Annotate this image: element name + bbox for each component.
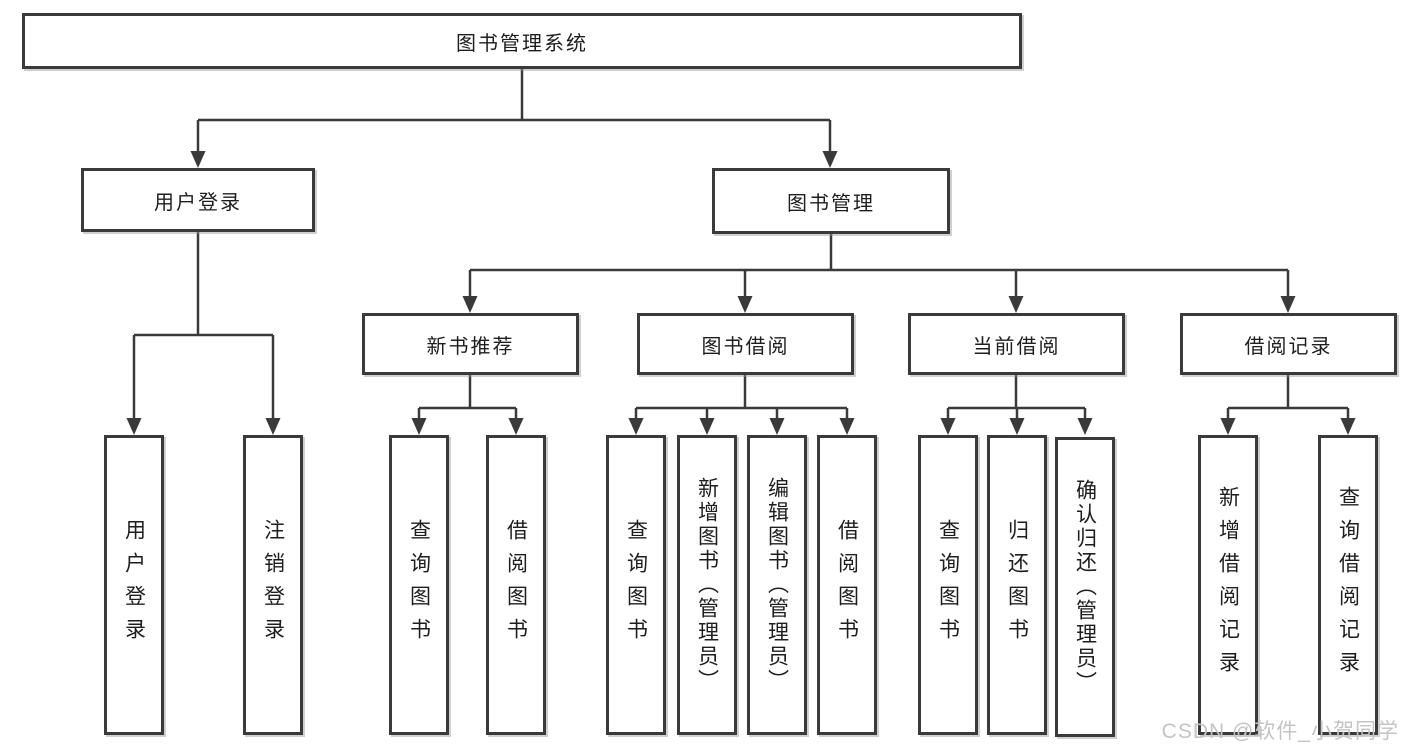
- node-borrowing-records: 借阅记录: [1180, 313, 1397, 375]
- csdn-watermark: CSDN @软件_小贺同学: [1161, 720, 1399, 743]
- node-library-management-system: 图书管理系统: [22, 13, 1022, 69]
- leaf-borrowing-query-books: 查询图书: [606, 435, 666, 735]
- leaf-recommend-borrow-books: 借阅图书: [486, 435, 546, 735]
- leaf-borrowing-edit-books-admin: 编辑图书（管理员）: [747, 435, 807, 735]
- leaf-borrowing-borrow-books: 借阅图书: [817, 435, 877, 735]
- leaf-borrowing-add-books-admin: 新增图书（管理员）: [677, 435, 737, 735]
- node-book-management: 图书管理: [712, 168, 950, 234]
- arrowheads: [126, 151, 1356, 435]
- leaf-user-login: 用户登录: [104, 435, 164, 735]
- node-new-book-recommend: 新书推荐: [362, 313, 579, 375]
- leaf-current-confirm-return-admin: 确认归还（管理员）: [1055, 437, 1115, 737]
- connector-paths: [132, 69, 1350, 420]
- node-current-borrowing: 当前借阅: [908, 313, 1125, 375]
- leaf-current-return-books: 归还图书: [987, 435, 1047, 735]
- leaf-recommend-query-books: 查询图书: [389, 435, 449, 735]
- leaf-logout: 注销登录: [243, 435, 303, 735]
- leaf-records-query-record: 查询借阅记录: [1318, 435, 1378, 735]
- node-book-borrowing: 图书借阅: [637, 313, 854, 375]
- leaf-records-add-record: 新增借阅记录: [1198, 435, 1258, 735]
- leaf-current-query-books: 查询图书: [918, 435, 978, 735]
- node-user-login: 用户登录: [81, 168, 315, 232]
